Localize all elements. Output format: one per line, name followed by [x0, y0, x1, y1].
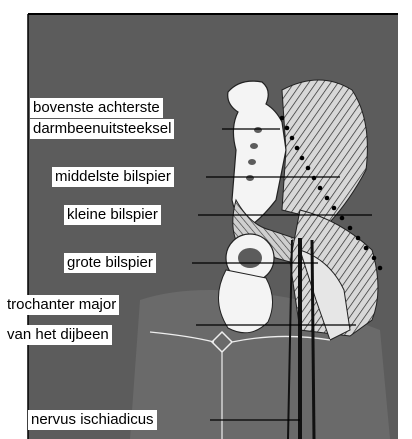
- label-psis-line2: darmbeenuitsteeksel: [30, 119, 174, 139]
- label-gluteus-medius: middelste bilspier: [52, 167, 174, 187]
- label-psis-line1: bovenste achterste: [30, 98, 163, 118]
- label-greater-trochanter-line1: trochanter major: [4, 295, 119, 315]
- label-sciatic-nerve: nervus ischiadicus: [28, 410, 157, 430]
- label-greater-trochanter-line2: van het dijbeen: [4, 325, 112, 345]
- label-gluteus-minimus: kleine bilspier: [64, 205, 161, 225]
- label-gluteus-maximus: grote bilspier: [64, 253, 156, 273]
- acetabulum: [238, 248, 262, 268]
- ischium-bone: [218, 270, 272, 333]
